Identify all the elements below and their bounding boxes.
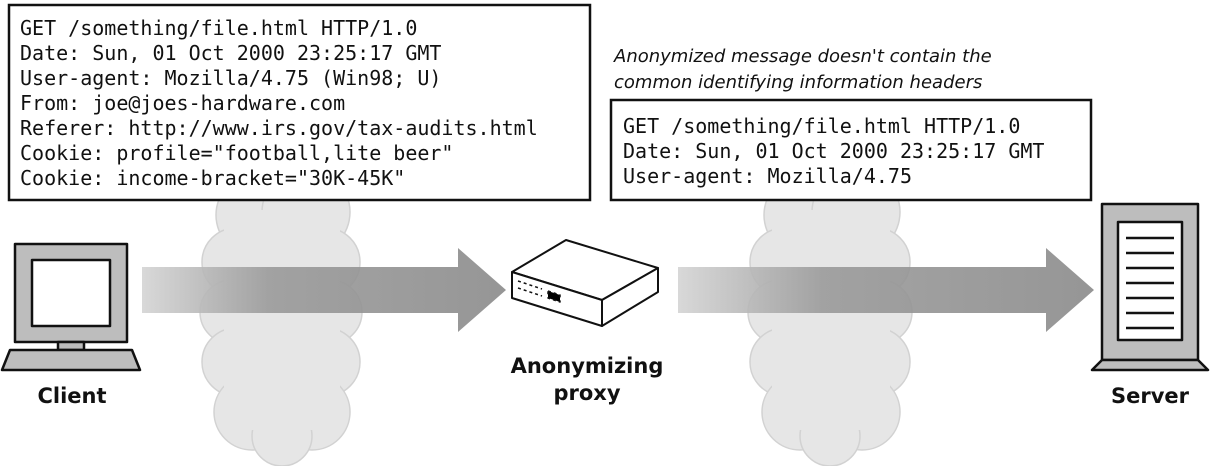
request-arrow-client-to-proxy xyxy=(142,248,506,332)
anonymized-request-box: GET /something/file.html HTTP/1.0 Date: … xyxy=(609,98,1093,202)
anonymized-line-3: User-agent: Mozilla/4.75 xyxy=(623,164,912,188)
request-line-2: Date: Sun, 01 Oct 2000 23:25:17 GMT xyxy=(20,41,441,65)
proxy-label-line1: Anonymizing xyxy=(511,354,664,378)
request-line-4: From: joe@joes-hardware.com xyxy=(20,91,345,115)
request-line-6: Cookie: profile="football,lite beer" xyxy=(20,141,453,165)
computer-monitor-icon xyxy=(0,242,142,372)
request-arrow-proxy-to-server xyxy=(678,248,1094,332)
anonymized-note-line-1: Anonymized message doesn't contain the xyxy=(613,46,992,67)
server-label: Server xyxy=(1111,384,1190,408)
server-tower-icon xyxy=(1090,202,1210,372)
anonymized-line-2: Date: Sun, 01 Oct 2000 23:25:17 GMT xyxy=(623,139,1044,163)
network-cloud-icon-right xyxy=(747,167,913,466)
network-cloud-icon-left xyxy=(199,167,363,466)
request-line-5: Referer: http://www.irs.gov/tax-audits.h… xyxy=(20,116,538,140)
original-request-box: GET /something/file.html HTTP/1.0 Date: … xyxy=(7,3,592,202)
anonymized-note-line-2: common identifying information headers xyxy=(614,72,982,93)
client-label: Client xyxy=(37,384,106,408)
anonymized-line-1: GET /something/file.html HTTP/1.0 xyxy=(623,114,1020,138)
proxy-box-icon xyxy=(511,239,659,327)
proxy-label-line2: proxy xyxy=(553,381,620,405)
request-line-7: Cookie: income-bracket="30K-45K" xyxy=(20,166,405,190)
request-line-3: User-agent: Mozilla/4.75 (Win98; U) xyxy=(20,66,441,90)
request-line-1: GET /something/file.html HTTP/1.0 xyxy=(20,16,417,40)
